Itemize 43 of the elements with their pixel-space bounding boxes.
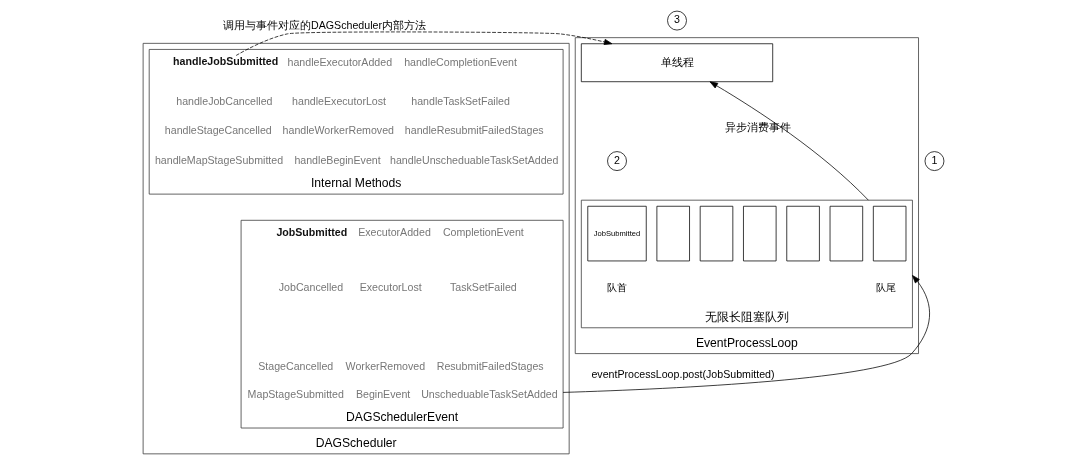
edge-label: eventProcessLoop.post(JobSubmitted): [590, 368, 775, 381]
node-text: handleTaskSetFailed: [410, 95, 510, 108]
node-text: handleJobCancelled: [175, 95, 273, 108]
node-text: ExecutorLost: [359, 281, 422, 294]
node-text: WorkerRemoved: [345, 359, 425, 372]
node-text: MapStageSubmitted: [247, 387, 344, 400]
node-box: [699, 205, 733, 262]
node-text: handleCompletionEvent: [403, 55, 517, 68]
node-text: handleMapStageSubmitted: [154, 153, 283, 166]
node-box: JobSubmitted: [586, 205, 647, 262]
node-circle: 3: [666, 10, 687, 31]
node-text: handleExecutorLost: [291, 95, 386, 108]
node-text: JobSubmitted: [275, 225, 347, 238]
edge-label: 调用与事件对应的DAGScheduler内部方法: [222, 19, 426, 32]
node-text: BeginEvent: [355, 387, 410, 400]
node-box: [872, 205, 906, 262]
node-text: JobCancelled: [278, 281, 343, 294]
node-box: [656, 205, 690, 262]
node-text: handleBeginEvent: [293, 153, 381, 166]
node-box: [829, 205, 863, 262]
node-text: CompletionEvent: [442, 226, 524, 239]
node-text: handleWorkerRemoved: [282, 123, 394, 136]
node-text: handleResubmitFailedStages: [404, 123, 544, 136]
node-text: handleStageCancelled: [164, 123, 272, 136]
node-label: 队尾: [875, 281, 896, 293]
node-text: handleJobSubmitted: [172, 54, 278, 67]
node-text: ExecutorAdded: [357, 226, 431, 239]
node-text: ResubmitFailedStages: [436, 359, 544, 372]
node-circle: 1: [924, 151, 944, 171]
node-text: handleExecutorAdded: [287, 55, 392, 68]
arrow: [235, 31, 612, 56]
node-text: UnscheduableTaskSetAdded: [420, 387, 558, 400]
node-text: StageCancelled: [257, 359, 333, 372]
arrow: [709, 81, 869, 201]
node-circle: 2: [606, 151, 627, 171]
node-text: TaskSetFailed: [449, 281, 517, 294]
node-box: 单线程: [580, 43, 773, 83]
node-text: handleUnscheduableTaskSetAdded: [389, 153, 558, 166]
arrow: [562, 275, 930, 393]
node-label: 队首: [606, 281, 627, 293]
node-box: [742, 205, 776, 262]
edge-label: 异步消费事件: [724, 121, 791, 134]
node-box: [785, 205, 820, 262]
